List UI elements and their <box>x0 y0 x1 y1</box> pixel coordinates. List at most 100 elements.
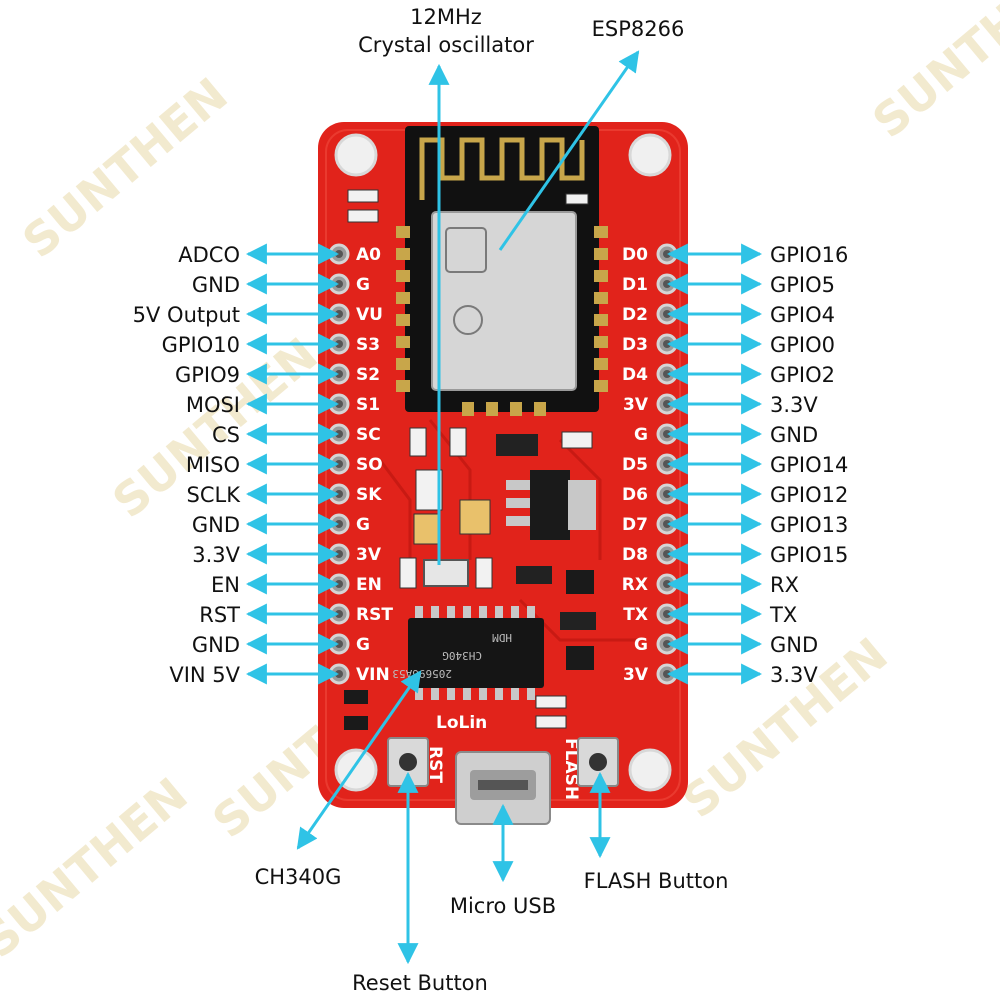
pin-silk-label: D0 <box>622 245 648 265</box>
esp8266-callout: ESP8266 <box>498 17 685 251</box>
flash-silk: FLASH <box>561 738 581 800</box>
pin-silk-label: G <box>356 275 370 295</box>
pin-silk-label: D8 <box>622 545 648 565</box>
pin-silk-label: D3 <box>622 335 648 355</box>
pin-callout-label: GPIO4 <box>770 303 835 327</box>
flash-label: FLASH Button <box>584 869 729 893</box>
pin-silk-label: G <box>356 515 370 535</box>
pin-callout-label: GPIO5 <box>770 273 835 297</box>
watermark-text: SUNTHEN <box>672 627 897 828</box>
pin-silk-label: SC <box>356 425 381 445</box>
pin-callout-label: VIN 5V <box>169 663 240 687</box>
pin-silk-label: S1 <box>356 395 380 415</box>
pin-silk-label: 3V <box>623 395 649 415</box>
reset-callout: Reset Button <box>352 771 488 995</box>
usb-label: Micro USB <box>450 894 556 918</box>
chip-marking: CH340G <box>442 649 482 662</box>
chip-marking: 205696A53 <box>392 667 452 680</box>
pin-silk-label: RX <box>622 575 648 595</box>
pin-silk-label: TX <box>623 605 648 625</box>
flash-callout: FLASH Button <box>584 771 729 893</box>
pin-callout-label: 3.3V <box>770 393 818 417</box>
pin-callout-label: GPIO0 <box>770 333 835 357</box>
pin-callout-label: 3.3V <box>770 663 818 687</box>
watermark-text: SUNTHEN <box>0 767 198 968</box>
pin-silk-label: VIN <box>356 665 390 685</box>
mounting-hole <box>628 748 672 792</box>
pin-callout-label: GPIO16 <box>770 243 848 267</box>
pin-silk-label: D5 <box>622 455 648 475</box>
pin-silk-label: D1 <box>622 275 648 295</box>
pin-callout-label: GND <box>770 633 818 657</box>
pin-silk-label: D4 <box>622 365 648 385</box>
pin-callout-label: CS <box>212 423 240 447</box>
pin-silk-label: D2 <box>622 305 648 325</box>
pin-callout-label: GPIO13 <box>770 513 848 537</box>
pin-silk-label: RST <box>356 605 393 625</box>
pin-callout-label: GPIO10 <box>162 333 240 357</box>
pin-silk-label: SK <box>356 485 382 505</box>
pin-silk-label: VU <box>356 305 383 325</box>
brand-silk: LoLin <box>436 713 487 733</box>
pin-callout-label: 3.3V <box>192 543 240 567</box>
voltage-regulator <box>530 470 570 540</box>
pin-callout-label: EN <box>211 573 240 597</box>
rst-silk: RST <box>425 746 445 783</box>
rf-shield <box>431 211 577 391</box>
pin-callout-label: TX <box>769 603 797 627</box>
pin-callout-label: GND <box>770 423 818 447</box>
pin-silk-label: A0 <box>356 245 381 265</box>
pin-callout-label: GPIO14 <box>770 453 848 477</box>
ch340g-label: CH340G <box>255 865 342 889</box>
ch340g-chip: 205696A53 CH340G HDM <box>392 606 544 700</box>
pin-callout-label: GND <box>192 633 240 657</box>
pin-callout-label: GND <box>192 273 240 297</box>
flash-button[interactable] <box>577 737 619 787</box>
pin-silk-label: S2 <box>356 365 380 385</box>
pin-silk-label: SO <box>356 455 383 475</box>
esp8266-arrow <box>498 50 640 251</box>
mounting-hole <box>628 133 672 177</box>
esp8266-label: ESP8266 <box>592 17 685 41</box>
pin-silk-label: G <box>356 635 370 655</box>
watermark-text: SUNTHEN <box>12 67 237 268</box>
micro-usb-port[interactable] <box>455 751 551 825</box>
mounting-hole <box>334 133 378 177</box>
pin-callout-label: GPIO12 <box>770 483 848 507</box>
reset-label: Reset Button <box>352 971 488 995</box>
ce-logo-icon <box>453 305 483 335</box>
pin-callout-label: GPIO9 <box>175 363 240 387</box>
pin-silk-label: EN <box>356 575 382 595</box>
esp8266-module <box>396 126 608 416</box>
pin-callout-label: SCLK <box>187 483 242 507</box>
ch340g-callout: CH340G <box>255 670 422 889</box>
watermark-text: SUNTHEN <box>862 0 1000 148</box>
usb-callout: Micro USB <box>450 803 556 918</box>
pin-silk-label: G <box>634 635 648 655</box>
pin-callout-label: GPIO2 <box>770 363 835 387</box>
tantalum-capacitor <box>413 513 439 545</box>
chip-logo: HDM <box>492 631 512 644</box>
pin-silk-label: 3V <box>623 665 649 685</box>
pin-callout-label: RX <box>770 573 799 597</box>
crystal-label-line1: 12MHz <box>410 5 482 29</box>
pin-callout-label: GPIO15 <box>770 543 848 567</box>
pin-callout-label: RST <box>199 603 240 627</box>
pin-callout-label: ADCO <box>178 243 240 267</box>
wifi-logo-icon <box>445 227 487 273</box>
pin-silk-label: 3V <box>356 545 382 565</box>
pin-silk-label: S3 <box>356 335 380 355</box>
crystal-oscillator <box>423 559 469 587</box>
right-pin-callouts: GPIO16GPIO5GPIO4GPIO0GPIO23.3VGNDGPIO14G… <box>666 243 848 687</box>
module-castellations <box>396 226 608 416</box>
antenna-trace <box>419 137 585 200</box>
pin-callout-label: MISO <box>186 453 240 477</box>
crystal-callout: 12MHz Crystal oscillator <box>358 5 534 565</box>
pin-callout-label: GND <box>192 513 240 537</box>
pin-silk-label: D6 <box>622 485 648 505</box>
